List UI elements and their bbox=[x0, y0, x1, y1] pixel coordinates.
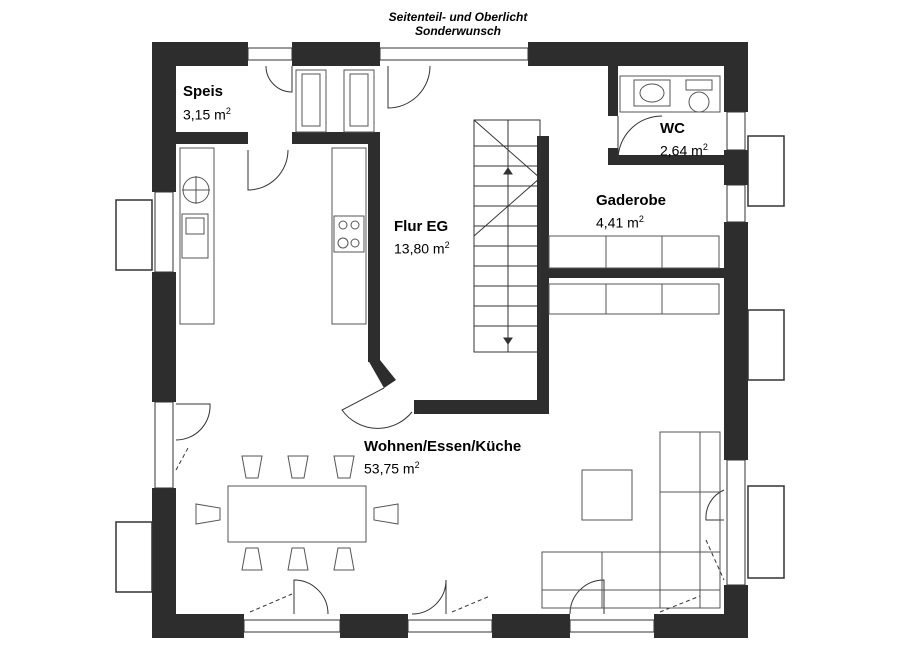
window-note: Seitenteil- und Oberlicht Sonderwunsch bbox=[308, 10, 608, 38]
note-line-2: Sonderwunsch bbox=[414, 24, 501, 38]
area-exp: 2 bbox=[414, 460, 420, 470]
room-area-flur: 13,80 m2 bbox=[394, 240, 450, 257]
room-area-wc: 2,64 m2 bbox=[660, 142, 708, 159]
area-value: 13,80 m bbox=[394, 240, 445, 257]
area-value: 4,41 m bbox=[596, 214, 639, 231]
room-name-wohnen: Wohnen/Essen/Küche bbox=[364, 438, 522, 455]
area-value: 53,75 m bbox=[364, 460, 415, 477]
door-dashes bbox=[175, 447, 725, 613]
area-value: 2,64 m bbox=[660, 142, 703, 159]
area-value: 3,15 m bbox=[183, 106, 226, 123]
wardrobes bbox=[548, 235, 720, 315]
room-area-wohnen: 53,75 m2 bbox=[364, 460, 420, 477]
room-area-speis: 3,15 m2 bbox=[183, 106, 231, 123]
inner-walls bbox=[176, 66, 724, 414]
sofa bbox=[541, 431, 721, 609]
room-name-speis: Speis bbox=[183, 83, 224, 100]
room-name-gaderobe: Gaderobe bbox=[596, 192, 667, 209]
area-exp: 2 bbox=[444, 240, 450, 250]
window-sills bbox=[115, 135, 785, 593]
dining-set bbox=[195, 455, 399, 571]
area-exp: 2 bbox=[638, 214, 644, 224]
area-exp: 2 bbox=[702, 142, 708, 152]
room-name-wc: WC bbox=[660, 120, 685, 137]
area-exp: 2 bbox=[225, 106, 231, 116]
windows bbox=[154, 47, 746, 633]
room-name-flur: Flur EG bbox=[394, 218, 449, 235]
room-area-gaderobe: 4,41 m2 bbox=[596, 214, 644, 231]
staircase bbox=[473, 119, 541, 353]
pantry-shelves bbox=[295, 69, 375, 133]
note-line-1: Seitenteil- und Oberlicht bbox=[388, 10, 528, 24]
outer-walls bbox=[152, 42, 748, 638]
wc-fixtures bbox=[619, 75, 721, 113]
door-swings bbox=[175, 65, 725, 615]
kitchen-counters bbox=[179, 147, 367, 325]
